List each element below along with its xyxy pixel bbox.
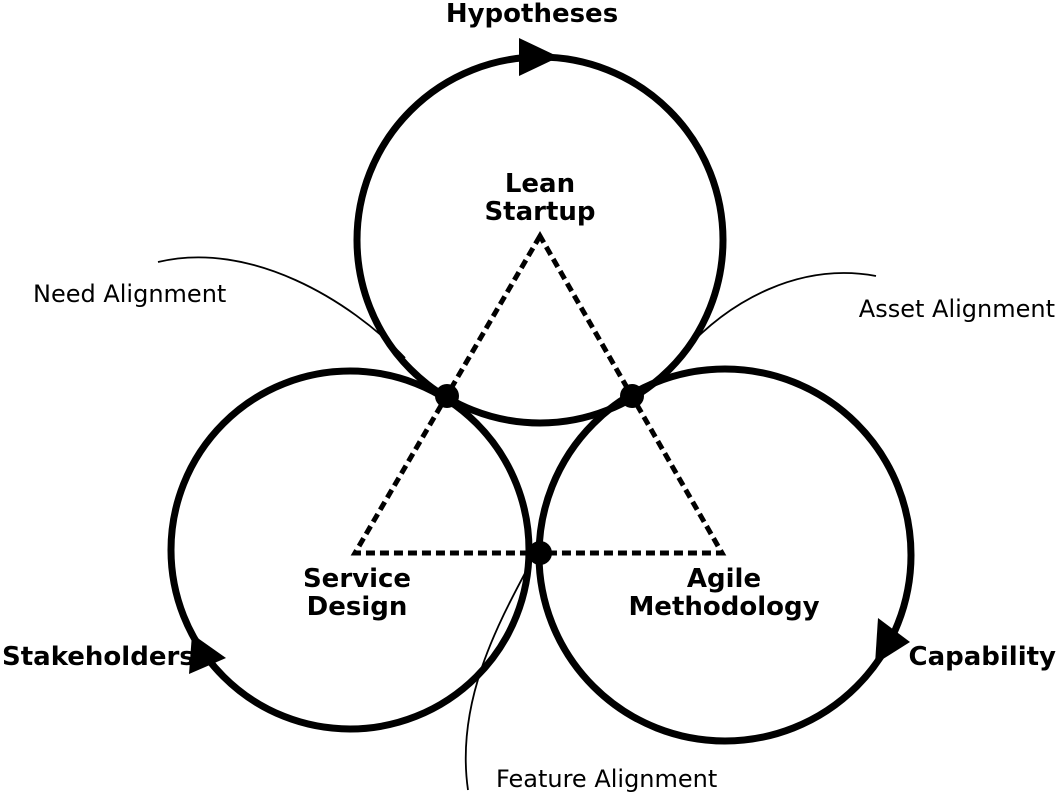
feature-alignment-node [528,541,552,565]
lean-startup-label-line2: Startup [484,197,595,227]
service-design-label-line2: Design [307,592,408,622]
capability-label: Capability [908,642,1056,672]
need-alignment-label: Need Alignment [33,280,226,308]
lean-startup-label-line1: Lean [505,169,575,199]
asset-alignment-label: Asset Alignment [859,295,1055,323]
hypotheses-label: Hypotheses [446,0,618,29]
agile-methodology-label-line1: Agile [687,564,761,594]
asset-alignment-node [620,384,644,408]
capability-arrow-icon [875,618,910,664]
service-design-label-line1: Service [303,564,411,594]
hypotheses-arrow-icon [519,38,559,76]
need-alignment-node [435,384,459,408]
asset-alignment-leader [682,272,877,353]
stakeholders-label: Stakeholders [2,642,195,672]
stakeholders-arrow-icon [189,634,226,674]
feature-alignment-label: Feature Alignment [496,765,717,793]
need-alignment-leader [157,256,406,359]
method-triangle [350,231,727,556]
service-design-circle [167,367,533,733]
feature-alignment-leader [464,559,533,791]
agile-methodology-label-line2: Methodology [628,592,819,622]
